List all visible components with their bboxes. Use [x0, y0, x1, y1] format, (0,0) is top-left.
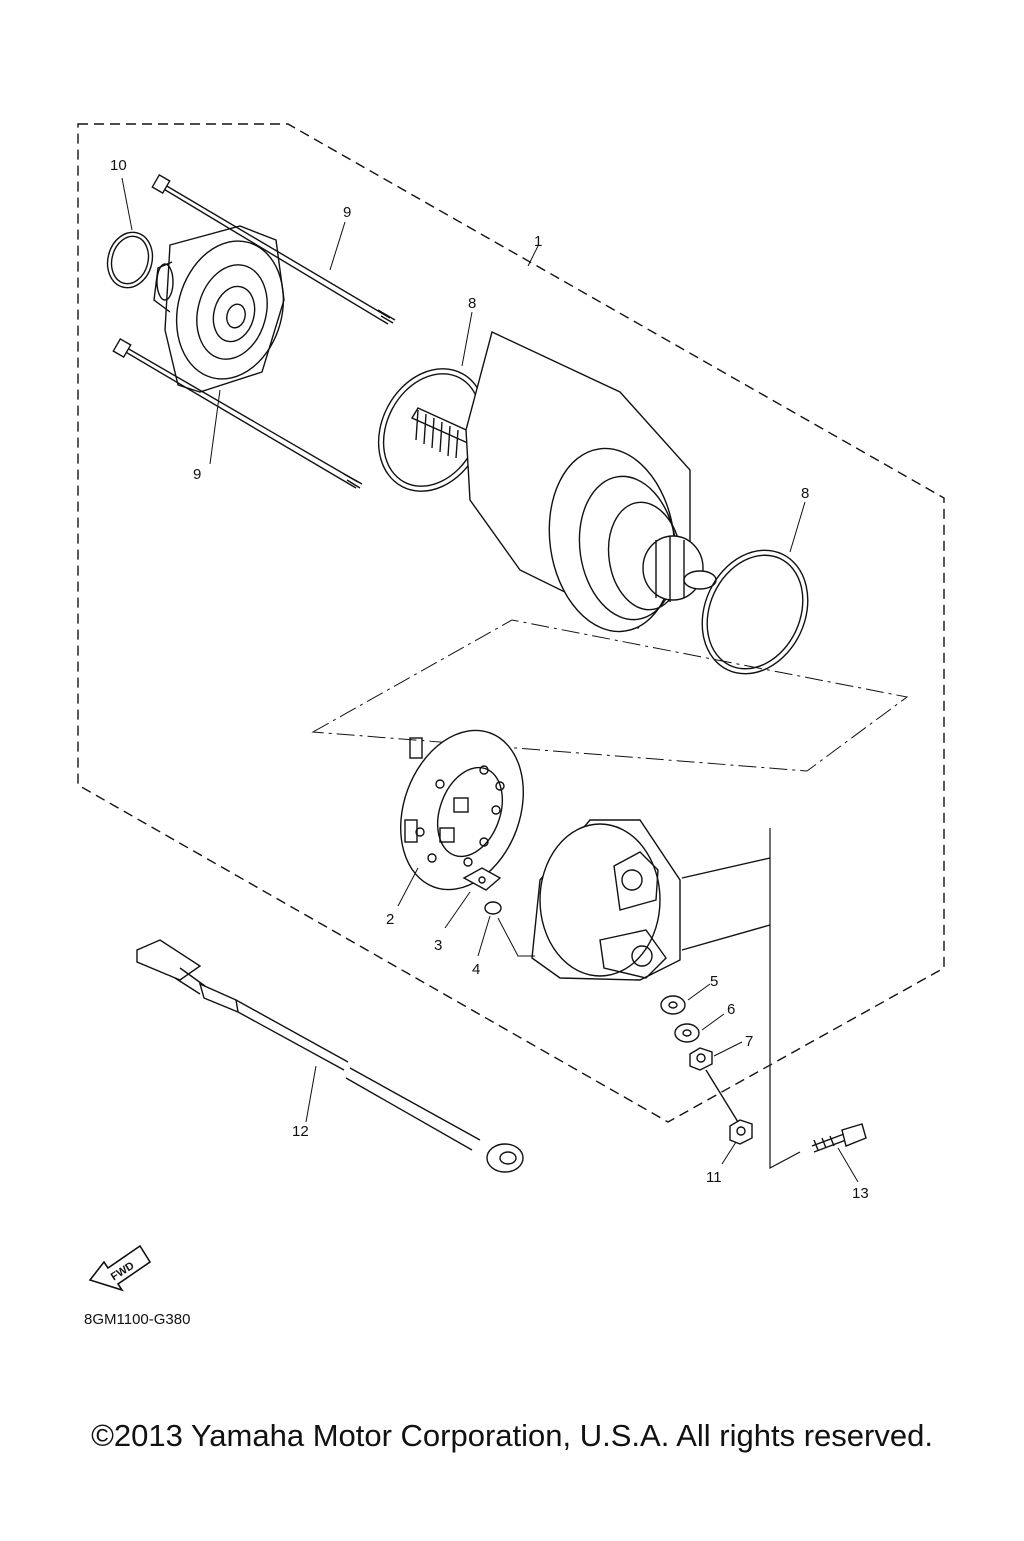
- callout-7: 7: [745, 1033, 753, 1050]
- callout-11: 11: [706, 1169, 722, 1186]
- assembly-boundary: [77, 123, 945, 1123]
- drawing-code: 8GM1100-G380: [84, 1311, 190, 1328]
- washer-4: [484, 901, 502, 915]
- washer-6: [674, 1023, 700, 1043]
- oring-8-lower: [701, 549, 809, 675]
- fwd-arrow-icon: [88, 1244, 152, 1292]
- leader-lines: [121, 177, 859, 1183]
- brush: [462, 867, 502, 891]
- centerline-plane: [311, 619, 909, 772]
- rear-cover: [531, 819, 801, 1169]
- callout-9-upper: 9: [343, 204, 351, 221]
- callout-5: 5: [710, 973, 718, 990]
- callout-13: 13: [852, 1185, 869, 1202]
- nut-7: [689, 1047, 713, 1071]
- callout-1: 1: [534, 233, 542, 250]
- callout-4: 4: [472, 961, 480, 978]
- callout-6: 6: [727, 1001, 735, 1018]
- through-bolt-upper: [151, 173, 396, 325]
- callout-9-lower: 9: [193, 466, 201, 483]
- callout-12: 12: [292, 1123, 309, 1140]
- starter-lead-wire: [136, 939, 524, 1173]
- callout-3: 3: [434, 937, 442, 954]
- oring-10: [106, 231, 154, 289]
- callout-8-upper: 8: [468, 295, 476, 312]
- callout-2: 2: [386, 911, 394, 928]
- through-bolt-lower: [112, 337, 363, 489]
- bolt-13: [811, 1123, 867, 1153]
- washer-5: [660, 995, 686, 1015]
- callout-10: 10: [110, 157, 127, 174]
- brush-holder-plate: [400, 729, 524, 891]
- copyright-notice: ©2013 Yamaha Motor Corporation, U.S.A. A…: [91, 1418, 933, 1453]
- motor-yoke: [410, 331, 717, 633]
- front-cover: [153, 225, 285, 393]
- callout-8-lower: 8: [801, 485, 809, 502]
- nut-11: [729, 1119, 753, 1145]
